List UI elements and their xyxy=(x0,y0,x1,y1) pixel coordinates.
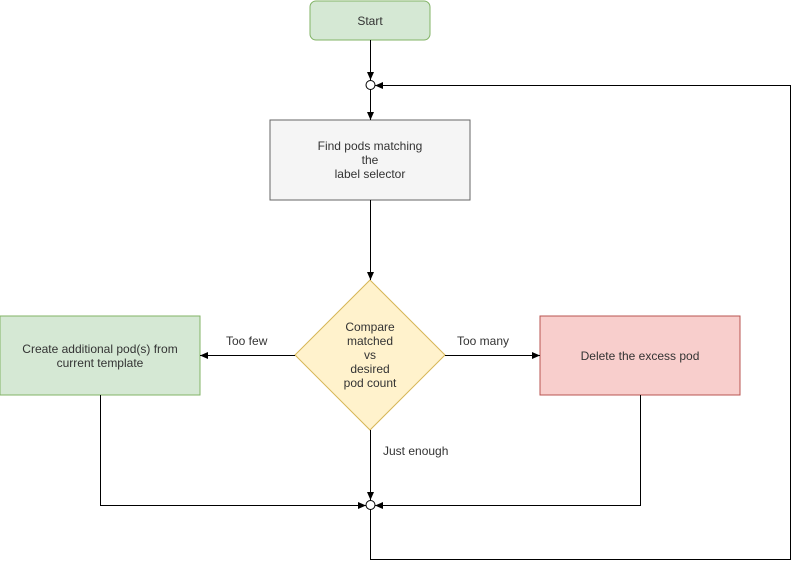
delete-pod-node-label: Delete the excess pod xyxy=(580,348,700,363)
start-node-label: Start xyxy=(357,13,383,28)
create-pods-node-label: Create additional pod(s) from current te… xyxy=(22,341,178,370)
compare-decision-label: Compare matched vs desired pod count xyxy=(343,320,397,390)
delete-pod-node: Delete the excess pod xyxy=(540,316,740,395)
edge-create-pods-to-bottom-junction xyxy=(100,395,366,509)
bottom-junction-circle xyxy=(365,500,376,510)
edge-label-just-enough: Just enough xyxy=(383,444,449,458)
find-pods-node-label: Find pods matching the label selector xyxy=(317,139,423,181)
find-pods-node-shape xyxy=(269,119,471,201)
compare-decision-node: Compare matched vs desired pod count xyxy=(295,280,445,430)
edge-label-too-few: Too few xyxy=(226,334,268,348)
edge-loop-back xyxy=(370,82,791,560)
edge-label-too-many: Too many xyxy=(457,334,510,348)
find-pods-node: Find pods matching the label selector xyxy=(270,120,470,200)
top-junction-circle xyxy=(365,80,376,90)
start-node: Start xyxy=(310,1,430,40)
delete-pod-node-shape xyxy=(539,315,741,396)
create-pods-node: Create additional pod(s) from current te… xyxy=(0,316,200,395)
edge-delete-pod-to-bottom-junction xyxy=(375,395,641,509)
